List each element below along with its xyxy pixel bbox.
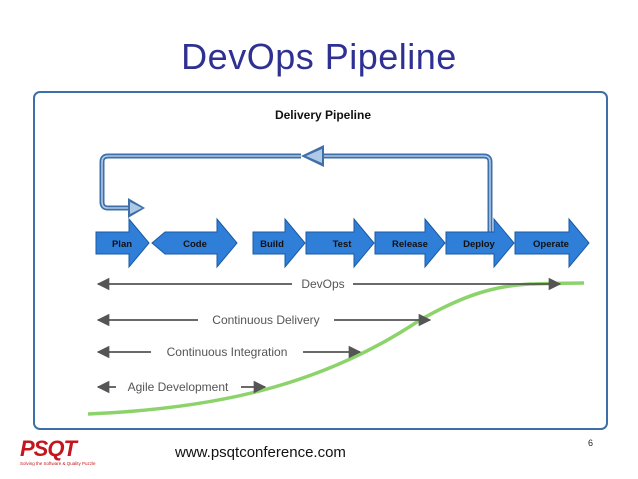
range-label-agile-development: Agile Development [128, 380, 229, 394]
stage-label-plan: Plan [112, 239, 132, 250]
range-continuous-delivery: Continuous Delivery [96, 313, 432, 327]
stage-label-code: Code [183, 239, 207, 250]
logo-tagline: Solving the Software & Quality Puzzle [20, 461, 96, 466]
scope-ranges: DevOps Continuous Delivery Continuous In… [96, 277, 562, 394]
psqt-logo: PSQT Solving the Software & Quality Puzz… [20, 436, 96, 472]
stage-plan: Plan [95, 217, 150, 269]
footer-url: www.psqtconference.com [175, 444, 346, 461]
range-agile-development: Agile Development [96, 380, 267, 394]
range-label-devops: DevOps [301, 277, 344, 291]
stage-label-release: Release [392, 239, 428, 250]
stage-deploy: Deploy [445, 217, 515, 269]
page-number: 6 [588, 438, 594, 448]
stage-code: Code [151, 217, 238, 269]
range-label-continuous-delivery: Continuous Delivery [212, 313, 319, 327]
range-continuous-integration: Continuous Integration [96, 345, 362, 359]
stage-build: Build [252, 217, 306, 269]
logo-word: PSQT [20, 436, 77, 461]
stage-label-build: Build [260, 239, 284, 250]
stage-operate: Operate [514, 217, 590, 269]
feedback-loop-arrow [99, 145, 493, 232]
slide-title: DevOps Pipeline [181, 36, 457, 77]
stage-test: Test [305, 217, 375, 269]
range-label-continuous-integration: Continuous Integration [167, 345, 288, 359]
stage-label-operate: Operate [533, 239, 569, 250]
diagram-heading: Delivery Pipeline [275, 108, 371, 122]
maturity-curve [87, 281, 585, 416]
range-devops: DevOps [96, 277, 562, 291]
stage-release: Release [374, 217, 446, 269]
pipeline-stages: Plan Code Build Test Release Deploy Oper… [95, 217, 590, 269]
stage-label-deploy: Deploy [463, 239, 495, 250]
stage-label-test: Test [333, 239, 353, 250]
